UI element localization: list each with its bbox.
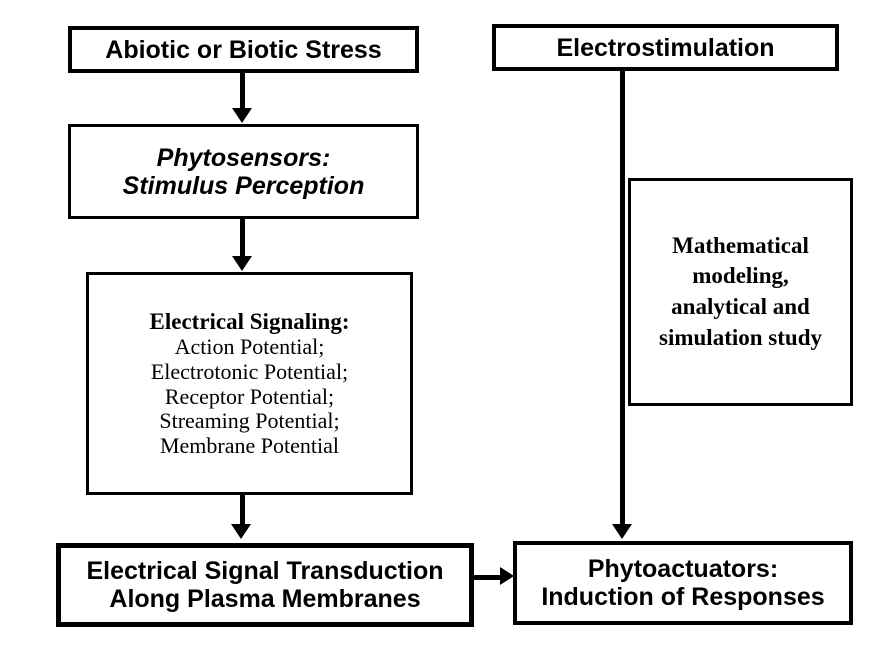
node-phytosensors-line-1: Phytosensors: [156, 143, 331, 172]
node-electrical-signaling-heading: Electrical Signaling: [149, 308, 350, 334]
node-phytosensors-line-2: Stimulus Perception [122, 171, 365, 200]
node-electrical-signal-transduction[interactable]: Electrical Signal Transduction Along Pla… [56, 543, 474, 627]
connector-signaling-to-transduction-arrowhead [231, 524, 251, 539]
node-electrostimulation-label: Electrostimulation [556, 33, 775, 62]
node-electrical-signaling-item-1: Electrotonic Potential; [150, 358, 349, 384]
node-phytosensors[interactable]: Phytosensors: Stimulus Perception [68, 124, 419, 219]
node-electrical-signaling[interactable]: Electrical Signaling: Action Potential; … [86, 272, 413, 495]
node-abiotic-or-biotic-stress-label: Abiotic or Biotic Stress [105, 35, 382, 64]
connector-transduction-to-phytoactuators-line [473, 575, 506, 580]
node-electrical-signaling-item-2: Receptor Potential; [164, 383, 335, 409]
node-mathematical-modeling-line-2: modeling, [692, 263, 789, 289]
node-electrical-signaling-item-4: Membrane Potential [159, 432, 339, 458]
node-phytoactuators-line-1: Phytoactuators: [587, 555, 779, 583]
node-electrical-signal-transduction-line-2: Along Plasma Membranes [109, 585, 421, 613]
node-electrostimulation[interactable]: Electrostimulation [492, 24, 839, 71]
node-abiotic-or-biotic-stress[interactable]: Abiotic or Biotic Stress [68, 26, 419, 73]
node-phytoactuators[interactable]: Phytoactuators: Induction of Responses [513, 541, 853, 625]
connector-phytosensors-to-signaling-arrowhead [232, 256, 252, 271]
node-mathematical-modeling[interactable]: Mathematical modeling, analytical and si… [628, 178, 853, 406]
connector-stress-to-phytosensors-arrowhead [232, 108, 252, 123]
node-electrical-signaling-item-0: Action Potential; [174, 334, 325, 360]
connector-stress-to-phytosensors-line [240, 73, 245, 110]
node-phytoactuators-line-2: Induction of Responses [541, 583, 825, 611]
connector-transduction-to-phytoactuators-arrowhead [500, 567, 514, 585]
connector-electrostimulation-vertical-line [620, 70, 625, 528]
connector-phytosensors-to-signaling-line [240, 219, 245, 257]
node-electrical-signaling-item-3: Streaming Potential; [159, 408, 340, 434]
node-mathematical-modeling-line-4: simulation study [659, 324, 822, 350]
connector-electrostimulation-to-phytoactuators-arrowhead [612, 524, 632, 539]
node-mathematical-modeling-line-1: Mathematical [672, 232, 809, 258]
node-electrical-signal-transduction-line-1: Electrical Signal Transduction [86, 557, 444, 585]
node-mathematical-modeling-line-3: analytical and [671, 294, 810, 319]
connector-signaling-to-transduction-line [240, 495, 245, 527]
